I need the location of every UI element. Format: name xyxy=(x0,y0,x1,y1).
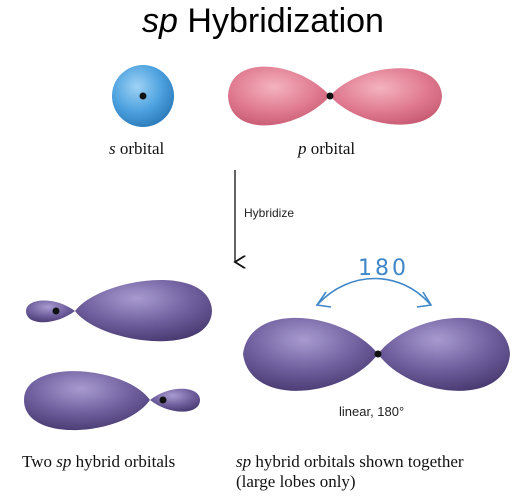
sp-hybrid-orbital-1 xyxy=(26,279,212,342)
angle-annotation-text: 180 xyxy=(358,256,409,281)
together-label-line2: (large lobes only) xyxy=(236,472,356,491)
two-sp-label: Two sp hybrid orbitals xyxy=(22,452,176,471)
sp-hybrid-orbital-2 xyxy=(24,371,200,431)
page-title: sp Hybridization xyxy=(142,2,384,40)
linear-label: linear, 180° xyxy=(339,404,405,419)
hybridize-label: Hybridize xyxy=(244,206,295,220)
together-label-line1: sp hybrid orbitals shown together xyxy=(236,452,464,471)
p-orbital xyxy=(228,66,442,126)
s-orbital xyxy=(112,65,174,127)
angle-annotation-arrow xyxy=(315,277,433,308)
p-orbital-label: p orbital xyxy=(298,139,356,158)
sp-hybrid-combined xyxy=(243,317,510,391)
s-orbital-label: s orbital xyxy=(109,139,165,158)
